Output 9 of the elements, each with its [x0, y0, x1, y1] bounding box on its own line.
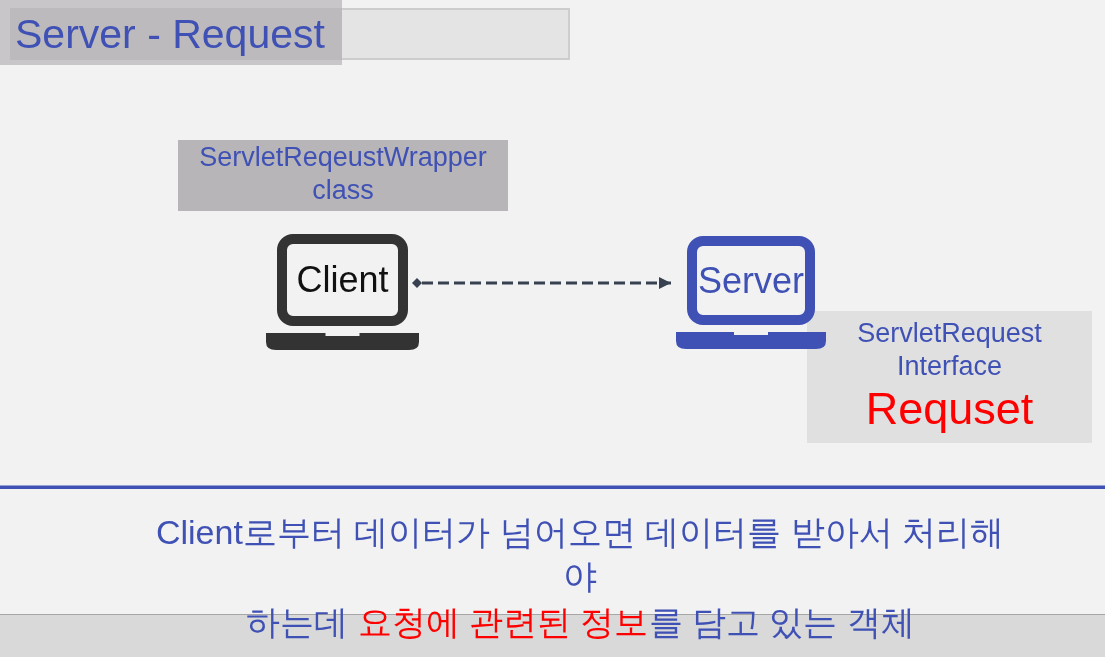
description-text: Client로부터 데이터가 넘어오면 데이터를 받아서 처리해야: [154, 512, 1006, 597]
description-text: 하는데 요청에 관련된 정보를 담고 있는 객체: [245, 604, 916, 640]
box-text: ServletRequest Interface: [856, 317, 1043, 383]
note-box: [807, 311, 1092, 443]
highlight-text: Requset: [864, 383, 1035, 435]
dashed-arrow: [412, 277, 671, 289]
title: Server - Request: [0, 0, 570, 65]
box-text: ServletReqeustWrapper class: [198, 141, 488, 207]
note-box: [178, 140, 508, 211]
